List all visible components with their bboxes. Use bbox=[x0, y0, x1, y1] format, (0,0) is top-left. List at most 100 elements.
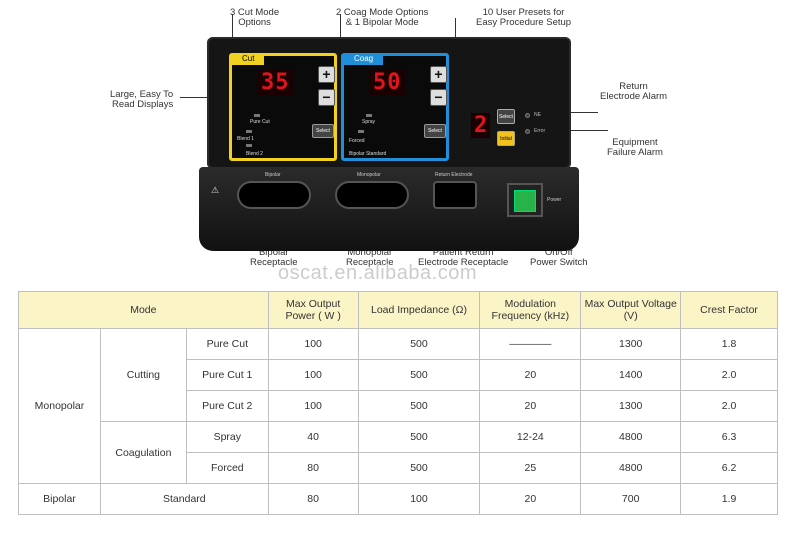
cut-display: 35 bbox=[258, 70, 293, 95]
group-coagulation: Coagulation bbox=[99, 421, 187, 484]
cell-frequency: ———— bbox=[479, 328, 582, 360]
power-label: Power bbox=[547, 197, 562, 203]
cell-mode: Pure Cut bbox=[185, 328, 269, 360]
watermark: oscat.en.alibaba.com bbox=[278, 262, 478, 284]
cut-select-button[interactable]: Select bbox=[312, 124, 334, 138]
bipolar-label: Bipolar bbox=[265, 172, 281, 178]
cell-voltage: 1300 bbox=[580, 390, 682, 422]
coag-minus-button[interactable]: − bbox=[430, 89, 447, 106]
group-monopolar: Monopolar bbox=[18, 328, 101, 484]
cell-frequency: 20 bbox=[479, 359, 582, 391]
alarm-error-label: Error bbox=[534, 128, 546, 134]
cell-power: 100 bbox=[267, 328, 359, 360]
table-row: Bipolar Standard 80 100 20 700 1.9 bbox=[18, 483, 778, 515]
cell-mode: Pure Cut 2 bbox=[185, 390, 269, 422]
coag-tab: Coag bbox=[344, 53, 384, 65]
cell-voltage: 1300 bbox=[580, 328, 682, 360]
cell-crest: 2.0 bbox=[680, 359, 778, 391]
alarm-ne-label: NE bbox=[534, 112, 541, 118]
cell-impedance: 500 bbox=[357, 328, 481, 360]
return-electrode-receptacle[interactable] bbox=[433, 181, 477, 209]
monopolar-label: Monopolar bbox=[357, 172, 381, 178]
power-rocker bbox=[514, 190, 536, 212]
table-header-row: Mode Max Output Power ( W ) Load Impedan… bbox=[18, 291, 778, 329]
header-mode: Mode bbox=[18, 291, 269, 329]
indicator-icon bbox=[246, 144, 252, 147]
coag-display: 50 bbox=[370, 70, 405, 95]
coag-select-button[interactable]: Select bbox=[424, 124, 446, 138]
cell-impedance: 100 bbox=[357, 483, 481, 515]
cell-power: 80 bbox=[267, 483, 359, 515]
preset-initial-button[interactable]: Initial bbox=[497, 131, 515, 146]
bipolar-receptacle[interactable] bbox=[237, 181, 311, 209]
leader-line bbox=[548, 130, 608, 131]
preset-display: 2 bbox=[471, 113, 491, 138]
cell-frequency: 20 bbox=[479, 483, 582, 515]
indicator-icon bbox=[358, 130, 364, 133]
coag-option-spray: Spray bbox=[362, 119, 376, 125]
leader-line bbox=[232, 14, 233, 50]
coag-option-forced: Forced bbox=[349, 138, 365, 144]
cut-option-blend-2: Blend 2 bbox=[246, 151, 263, 157]
table-row: Pure Cut 1 100 500 20 1400 2.0 bbox=[19, 359, 778, 391]
cut-tab: Cut bbox=[232, 53, 265, 65]
cell-frequency: 12-24 bbox=[479, 421, 582, 453]
cell-impedance: 500 bbox=[357, 421, 481, 453]
cell-voltage: 4800 bbox=[580, 421, 682, 453]
cell-power: 100 bbox=[267, 359, 359, 391]
group-bipolar: Bipolar bbox=[18, 483, 101, 515]
return-alarm-led bbox=[525, 113, 530, 118]
coag-plus-button[interactable]: + bbox=[430, 66, 447, 83]
cut-plus-button[interactable]: + bbox=[318, 66, 335, 83]
cell-mode: Spray bbox=[185, 421, 269, 453]
table-row: Monopolar Cutting Pure Cut 100 500 ———— … bbox=[18, 328, 778, 484]
leader-line bbox=[548, 112, 598, 113]
cut-panel: Cut 35 + − Select Pure Cut Blend 1 Blend… bbox=[229, 53, 337, 161]
cell-impedance: 500 bbox=[357, 390, 481, 422]
callout-coag-options: 2 Coag Mode Options& 1 Bipolar Mode bbox=[336, 7, 429, 28]
cell-crest: 2.0 bbox=[680, 390, 778, 422]
table-row: Coagulation Spray 40 500 12-24 4800 6.3 bbox=[19, 421, 778, 484]
cell-impedance: 500 bbox=[357, 359, 481, 391]
cut-option-pure-cut: Pure Cut bbox=[250, 119, 270, 125]
cut-option-blend-1: Blend 1 bbox=[237, 136, 254, 142]
cell-crest: 6.3 bbox=[680, 421, 778, 453]
device-front-panel: Cut 35 + − Select Pure Cut Blend 1 Blend… bbox=[207, 37, 571, 169]
monopolar-receptacle[interactable] bbox=[335, 181, 409, 209]
header-crest: Crest Factor bbox=[680, 291, 778, 329]
cell-impedance: 500 bbox=[357, 452, 481, 484]
spec-table: Mode Max Output Power ( W ) Load Impedan… bbox=[18, 291, 778, 515]
preset-select-button[interactable]: Select bbox=[497, 109, 515, 124]
indicator-icon bbox=[366, 114, 372, 117]
electrosurgical-unit: Cut 35 + − Select Pure Cut Blend 1 Blend… bbox=[199, 35, 579, 253]
cell-power: 100 bbox=[267, 390, 359, 422]
cell-voltage: 700 bbox=[580, 483, 682, 515]
return-electrode-label: Return Electrode bbox=[435, 172, 473, 178]
leader-line bbox=[340, 14, 341, 50]
cut-minus-button[interactable]: − bbox=[318, 89, 335, 106]
cell-frequency: 20 bbox=[479, 390, 582, 422]
failure-alarm-led bbox=[525, 129, 530, 134]
cell-power: 40 bbox=[267, 421, 359, 453]
power-switch[interactable] bbox=[507, 183, 543, 217]
indicator-icon bbox=[254, 114, 260, 117]
cell-mode: Standard bbox=[99, 483, 269, 515]
cell-voltage: 1400 bbox=[580, 359, 682, 391]
cell-mode: Forced bbox=[185, 452, 269, 484]
cell-frequency: 25 bbox=[479, 452, 582, 484]
cell-power: 80 bbox=[267, 452, 359, 484]
warning-icon: ⚠ bbox=[211, 185, 220, 195]
cell-voltage: 4800 bbox=[580, 452, 682, 484]
indicator-icon bbox=[246, 130, 252, 133]
cell-crest: 1.9 bbox=[680, 483, 778, 515]
header-power: Max Output Power ( W ) bbox=[267, 291, 359, 329]
header-impedance: Load Impedance (Ω) bbox=[357, 291, 481, 329]
coag-option-bipolar-standard: Bipolar Standard bbox=[349, 151, 387, 157]
